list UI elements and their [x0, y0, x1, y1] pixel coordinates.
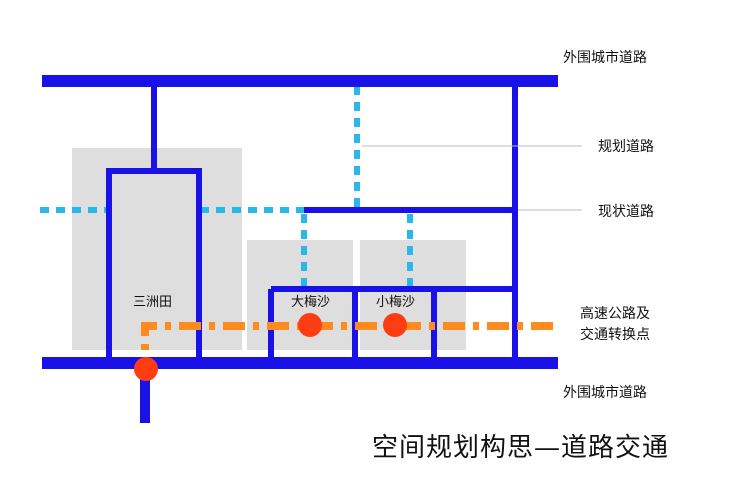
label-outer-road-bottom: 外围城市道路 — [563, 384, 647, 401]
leader-lines — [362, 145, 582, 211]
label-expressway-line1: 高速公路及 — [580, 305, 650, 322]
interchange-sanzhoutian — [134, 357, 158, 381]
interchange-xiaomeisha — [383, 313, 407, 337]
label-planned-road: 规划道路 — [598, 139, 654, 155]
label-outer-road-top: 外围城市道路 — [563, 49, 647, 66]
diagram-title: 空间规划构思—道路交通 — [372, 433, 669, 463]
urban-blocks — [72, 148, 466, 350]
interchanges — [134, 313, 407, 381]
place-label-sanzhoutian: 三洲田 — [133, 295, 172, 310]
interchange-dameisha — [298, 313, 322, 337]
block-sanzhoutian — [72, 148, 242, 350]
block-xiaomeisha — [360, 240, 466, 350]
label-existing-road: 现状道路 — [598, 204, 654, 220]
block-dameisha — [247, 240, 353, 350]
place-label-xiaomeisha: 小梅沙 — [376, 295, 415, 310]
label-expressway-line2: 交通转换点 — [580, 326, 650, 343]
existing-roads — [42, 75, 558, 423]
planned-roads — [40, 86, 413, 287]
place-label-dameisha: 大梅沙 — [291, 295, 330, 310]
